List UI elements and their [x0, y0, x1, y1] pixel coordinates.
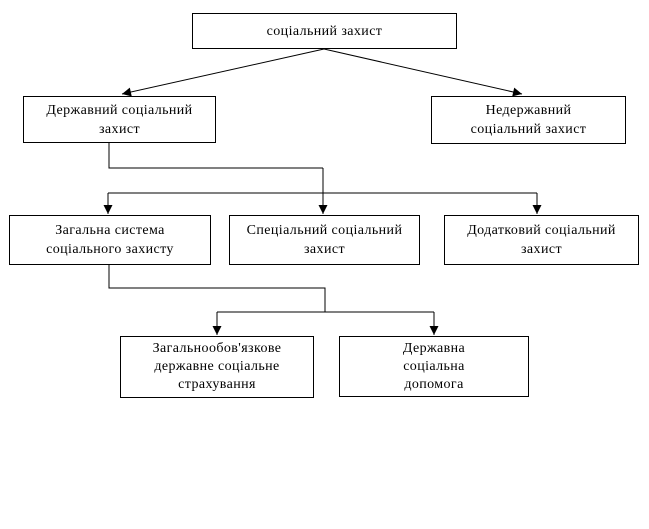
node-nonstate-social-protection-label: Недержавний соціальний захист: [470, 103, 587, 137]
node-special-protection: Спеціальний соціальний захист: [229, 215, 420, 265]
node-state-social-assistance-label: Державна соціальна допомога: [402, 340, 466, 392]
node-general-system-label: Загальна система соціального захисту: [46, 223, 174, 257]
node-state-social-assistance: Державна соціальна допомога: [339, 336, 529, 397]
node-social-protection: соціальний захист: [192, 13, 457, 49]
node-special-protection-label: Спеціальний соціальний захист: [246, 223, 403, 257]
connector-root-to-state: [121, 48, 325, 97]
connector-state-elbow: [108, 143, 323, 169]
node-social-protection-label: соціальний захист: [266, 23, 383, 39]
node-state-social-insurance: Загальнообов'язкове державне соціальне с…: [120, 336, 314, 398]
node-general-system: Загальна система соціального захисту: [9, 215, 211, 265]
node-state-social-protection-label: Державний соціальний захист: [46, 102, 193, 137]
node-nonstate-social-protection: Недержавний соціальний захист: [431, 96, 626, 144]
node-state-social-protection: Державний соціальний захист: [23, 96, 216, 143]
node-additional-protection: Додатковий соціальний захист: [444, 215, 639, 265]
node-state-social-insurance-label: Загальнообов'язкове державне соціальне с…: [152, 341, 282, 392]
node-additional-protection-label: Додатковий соціальний захист: [467, 223, 616, 257]
connector-root-to-nonstate: [323, 48, 523, 97]
connector-general-elbow: [108, 265, 326, 312]
